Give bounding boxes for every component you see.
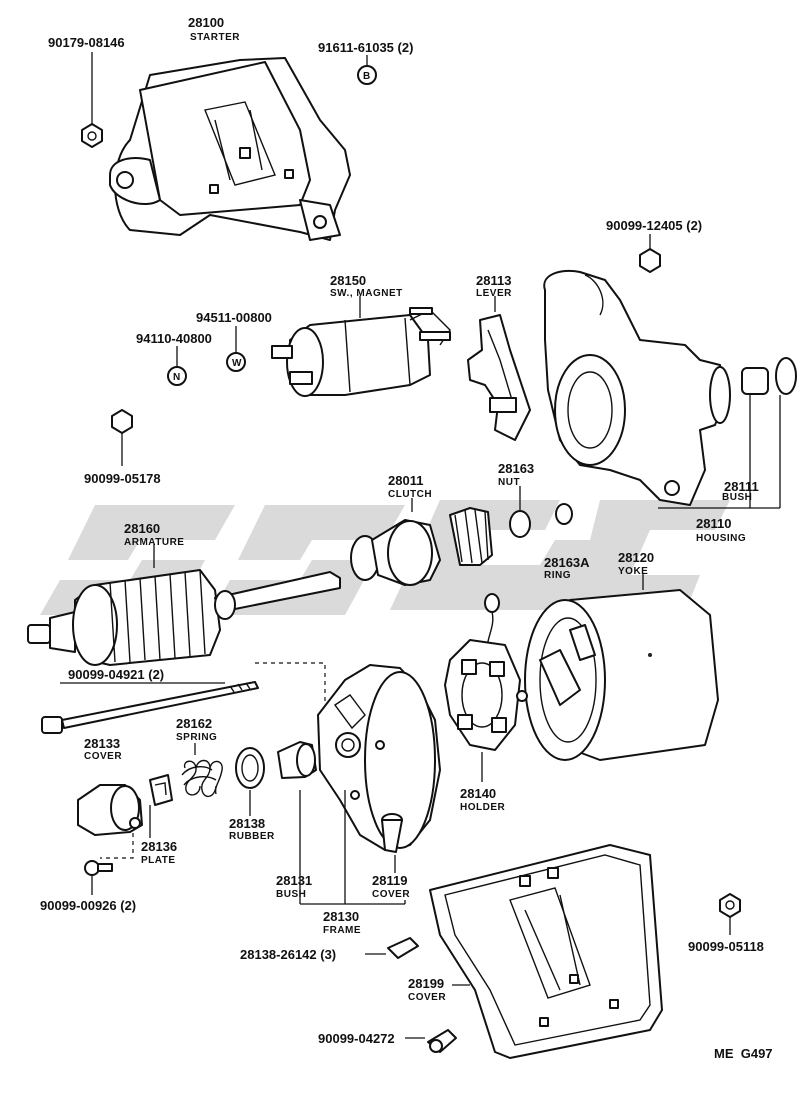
- bush-frame-drawing: [277, 741, 317, 779]
- housing-part-number: 28110: [696, 516, 731, 531]
- armature-part-name: ARMATURE: [124, 537, 184, 548]
- cover-28119-part-name: COVER: [372, 889, 410, 900]
- ref-b-circle: [357, 55, 377, 85]
- frame-part-number: 28130: [323, 909, 359, 924]
- rubber-part-number: 28138: [229, 816, 265, 831]
- frame-drawing: [317, 664, 441, 851]
- frame-part-name: FRAME: [323, 925, 361, 936]
- nut-28163-part-number: 28163: [498, 461, 534, 476]
- clutch-drawing: [350, 498, 573, 586]
- frame-bracket-lines: [299, 790, 406, 905]
- bolt-90099-04921-drawing: [41, 662, 326, 734]
- nut-90099-05178-label: 90099-05178: [84, 471, 161, 486]
- spring-part-number: 28162: [176, 716, 212, 731]
- part-28138-26142-drawing: [365, 937, 419, 959]
- spring-drawing: [181, 743, 223, 797]
- cover-28199-drawing: [429, 844, 663, 1059]
- armature-part-number: 28160: [124, 521, 160, 536]
- starter-part-number: 28100: [188, 15, 224, 30]
- nut-n-label: 94110-40800: [136, 331, 212, 346]
- nut-90179-08146-label: 90179-08146: [48, 35, 125, 50]
- end-cover-part-number: 28133: [84, 736, 120, 751]
- lever-part-name: LEVER: [476, 288, 512, 299]
- lever-drawing: [467, 296, 531, 441]
- starter-part-name: STARTER: [190, 32, 240, 43]
- clutch-part-name: CLUTCH: [388, 489, 432, 500]
- nut-90099-12405-drawing: [639, 234, 661, 273]
- rubber-drawing: [235, 747, 265, 816]
- ref-w-letter: W: [232, 358, 242, 369]
- bush-28131-part-name: BUSH: [276, 889, 306, 900]
- spring-part-name: SPRING: [176, 732, 217, 743]
- screw-90099-00926-drawing: [84, 860, 113, 895]
- plate-part-name: PLATE: [141, 855, 176, 866]
- housing-drawing: [543, 270, 731, 506]
- bush-housing-drawing: [741, 357, 797, 395]
- bolt-90099-04921-label: 90099-04921 (2): [68, 667, 164, 682]
- cover-28119-part-number: 28119: [372, 873, 407, 888]
- cover-28199-part-number: 28199: [408, 976, 444, 991]
- nut-90179-08146-drawing: [81, 52, 103, 148]
- yoke-part-name: YOKE: [618, 566, 648, 577]
- ring-part-name: RING: [544, 570, 571, 581]
- ref-n-circle: [167, 346, 187, 386]
- yoke-part-number: 28120: [618, 550, 654, 565]
- end-cover-drawing: [77, 784, 143, 859]
- holder-part-number: 28140: [460, 786, 496, 801]
- nut-90099-05118-drawing: [719, 893, 741, 935]
- armature-drawing: [27, 544, 341, 666]
- nut-90099-05118-label: 90099-05118: [688, 939, 764, 954]
- nut-28163-part-name: NUT: [498, 477, 520, 488]
- drawing-code: ME G497: [714, 1046, 773, 1061]
- ref-b-letter: B: [363, 71, 370, 82]
- ref-n-letter: N: [173, 372, 180, 383]
- magnet-switch-drawing: [271, 307, 451, 397]
- ring-part-number: 28163A: [544, 555, 590, 570]
- screw-b-label: 91611-61035 (2): [318, 40, 413, 55]
- nut-90099-12405-label: 90099-12405 (2): [606, 218, 702, 233]
- sw-magnet-part-number: 28150: [330, 273, 366, 288]
- bush-28131-part-number: 28131: [276, 873, 312, 888]
- ref-w-circle: [226, 326, 246, 372]
- holder-part-name: HOLDER: [460, 802, 506, 813]
- bush-28111-part-number: 28111: [724, 479, 759, 494]
- plate-drawing: [149, 774, 173, 838]
- cover-28199-part-name: COVER: [408, 992, 446, 1003]
- starter-assembly-drawing: [109, 57, 351, 241]
- clutch-part-number: 28011: [388, 473, 423, 488]
- bush-28111-part-name: BUSH: [722, 492, 752, 503]
- holder-drawing: [444, 593, 528, 782]
- yoke-drawing: [524, 573, 719, 761]
- bolt-90099-04272-label: 90099-04272: [318, 1031, 395, 1046]
- bolt-90099-04272-drawing: [405, 1029, 457, 1053]
- screw-90099-00926-label: 90099-00926 (2): [40, 898, 136, 913]
- lever-part-number: 28113: [476, 273, 511, 288]
- housing-bracket-lines: [658, 395, 781, 509]
- cover-28119-drawing: [381, 813, 403, 873]
- end-cover-part-name: COVER: [84, 751, 122, 762]
- plate-part-number: 28136: [141, 839, 177, 854]
- sw-magnet-part-name: SW., MAGNET: [330, 288, 403, 299]
- part-28138-26142-label: 28138-26142 (3): [240, 947, 336, 962]
- washer-w-label: 94511-00800: [196, 310, 272, 325]
- rubber-part-name: RUBBER: [229, 831, 275, 842]
- nut-90099-05178-drawing: [111, 409, 133, 466]
- housing-part-name: HOUSING: [696, 533, 746, 544]
